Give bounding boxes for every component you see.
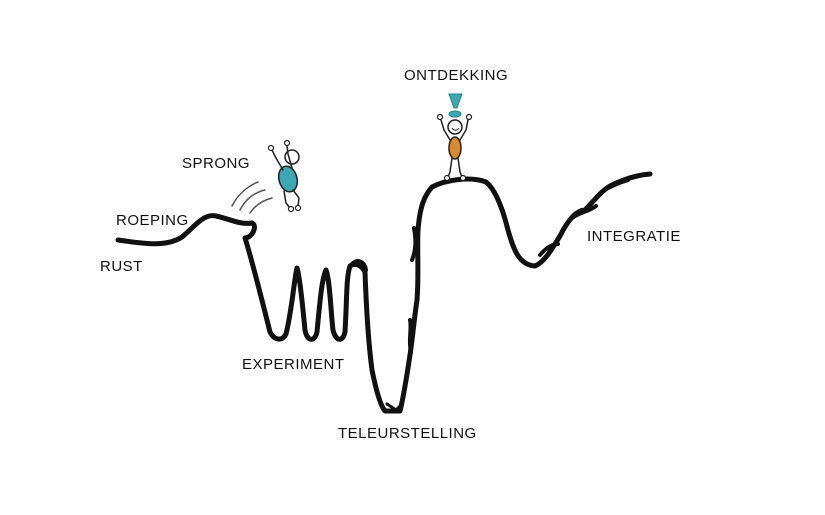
stick-figure-cheering-icon [436,113,473,182]
label-integratie: INTEGRATIE [587,228,681,245]
sketch-stroke [538,242,560,257]
sketch-stroke [602,178,630,192]
sketch-stroke [407,318,413,354]
sketch-stroke [570,204,598,220]
stick-figure-jumping-icon [267,139,302,213]
exclamation-mark-icon [448,93,463,118]
label-teleurstelling: TELEURSTELLING [338,425,477,442]
label-sprong: SPRONG [182,155,251,172]
sketch-stroke [350,259,368,272]
sketch-stroke [385,402,404,412]
label-rust: RUST [100,258,143,275]
sketch-stroke [410,226,418,262]
label-experiment: EXPERIMENT [242,356,345,373]
label-ontdekking: ONTDEKKING [404,67,509,84]
motion-lines [231,181,273,214]
journey-path [115,171,653,414]
label-roeping: ROEPING [116,212,189,229]
